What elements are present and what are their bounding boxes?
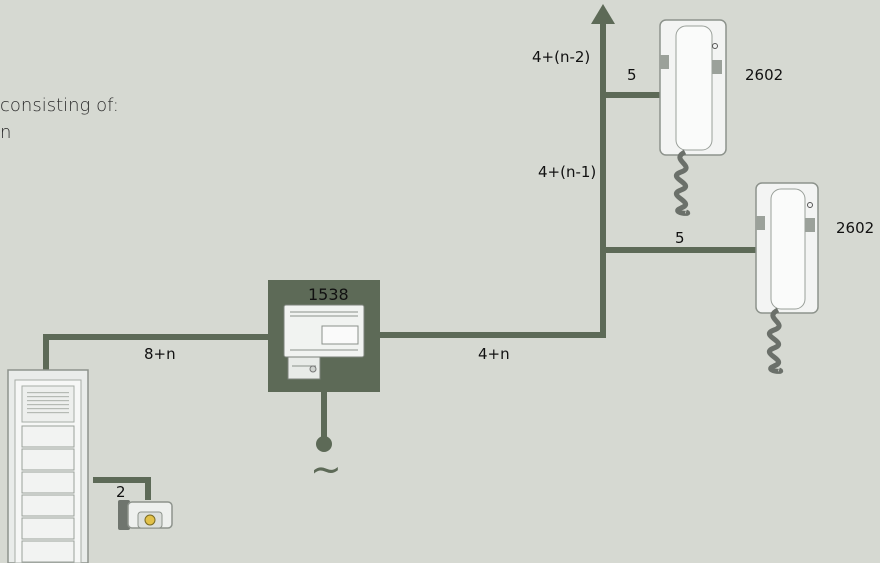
hook-right (712, 60, 722, 74)
wire-lock (93, 477, 151, 500)
handset-bottom (755, 182, 819, 374)
mains-terminal-icon (316, 436, 332, 452)
call-buttons (21, 425, 75, 563)
psu-label: 1538 (308, 285, 349, 304)
mains-tilde-icon: ~ (310, 447, 342, 491)
coiled-cord-icon (766, 307, 784, 374)
hook-right (805, 218, 815, 232)
door-lock-icon (118, 500, 173, 530)
hook-left (756, 216, 765, 230)
power-supply-1538: 1538 (268, 280, 380, 392)
coiled-cord-icon (673, 149, 691, 216)
intro-line-2: n (0, 122, 12, 143)
wire-psu-to-trunk (380, 20, 606, 338)
hook-left (660, 55, 669, 69)
button-icon (807, 202, 813, 208)
label-branch-bottom: 5 (675, 229, 685, 247)
handset-top (659, 19, 727, 216)
psu-module-base (287, 356, 321, 380)
label-handset-bottom: 2602 (836, 219, 874, 237)
psu-led (309, 365, 317, 373)
intro-text: consisting of: n (0, 92, 119, 146)
label-trunk-top: 4+(n-2) (532, 48, 590, 66)
wires (43, 20, 756, 500)
intro-line-1: consisting of: (0, 95, 119, 116)
label-handset-top: 2602 (745, 66, 783, 84)
button-icon (712, 43, 718, 49)
psu-display (321, 325, 359, 345)
label-branch-top: 5 (627, 66, 637, 84)
wire-panel-to-psu (43, 334, 268, 372)
label-panel-to-psu: 8+n (144, 345, 176, 363)
label-lock-line: 2 (116, 483, 126, 501)
speaker-holes-icon (27, 392, 69, 414)
label-trunk-mid: 4+(n-1) (538, 163, 596, 181)
label-psu-to-trunk: 4+n (478, 345, 510, 363)
door-panel (7, 369, 89, 563)
trunk-arrow-icon (591, 4, 615, 24)
